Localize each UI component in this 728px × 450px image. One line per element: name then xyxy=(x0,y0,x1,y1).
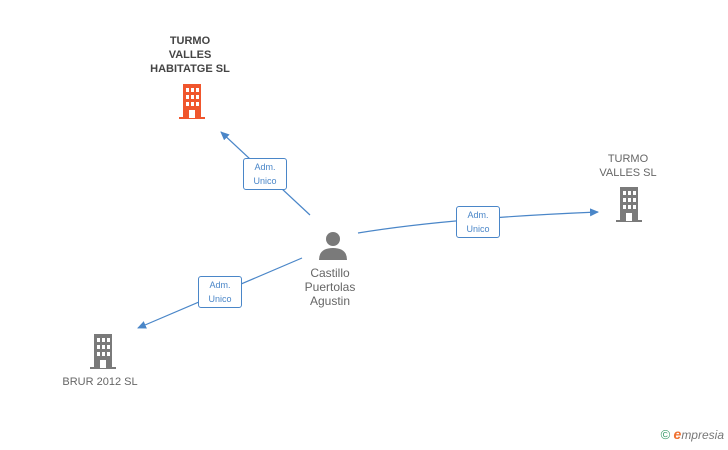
node-label-turmo-valles[interactable]: TURMO VALLES SL xyxy=(599,153,657,179)
brand-name: mpresia xyxy=(681,428,724,442)
edge-label-to-turmo-valles: Adm. Unico xyxy=(456,206,500,238)
node-label-castillo[interactable]: Castillo Puertolas Agustin xyxy=(304,266,356,308)
copyright-symbol: © xyxy=(660,427,671,442)
building-icon[interactable] xyxy=(87,333,119,369)
building-icon[interactable] xyxy=(613,186,645,222)
node-label-brur-2012[interactable]: BRUR 2012 SL xyxy=(62,376,138,388)
building-icon[interactable] xyxy=(176,83,208,119)
person-icon[interactable] xyxy=(318,231,348,261)
empresia-watermark: © empresia xyxy=(661,426,724,442)
edge-label-to-habitatge: Adm. Unico xyxy=(243,158,287,190)
node-label-turmo-valles-habitatge[interactable]: TURMO VALLES HABITATGE SL xyxy=(150,35,230,75)
edge-label-to-brur: Adm. Unico xyxy=(198,276,242,308)
brand-e: e xyxy=(673,426,682,442)
